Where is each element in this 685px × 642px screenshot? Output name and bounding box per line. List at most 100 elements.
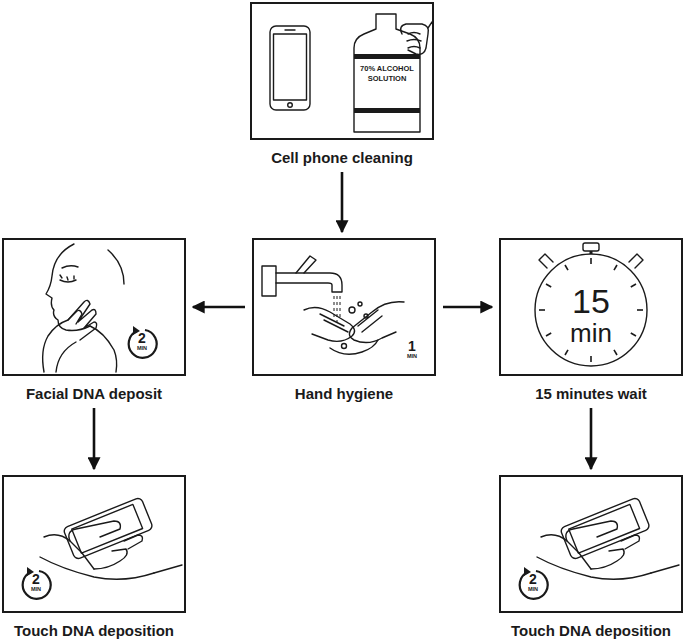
- illustration-stroke: [364, 314, 368, 318]
- step-box: 70% ALCOHOL SOLUTIONCell phone cleaning: [250, 2, 434, 176]
- illustration-stroke: [651, 565, 679, 573]
- illustration-stroke: [637, 309, 643, 311]
- illustration-stroke: [349, 302, 404, 343]
- illustration-frame: 70% ALCOHOL SOLUTION: [250, 2, 434, 140]
- illustration-stroke: [342, 344, 347, 349]
- timer-label: 2: [127, 331, 157, 345]
- illustration-frame: 15min: [499, 238, 683, 376]
- bottle-label: 70% ALCOHOL SOLUTION: [358, 64, 416, 84]
- illustration-stroke: [401, 24, 429, 54]
- step-caption: Touch DNA deposition: [459, 622, 685, 639]
- step-caption: 15 minutes wait: [459, 385, 685, 402]
- illustration-stroke: [276, 273, 342, 292]
- bottle-drawing: [354, 14, 432, 132]
- illustration-stroke: [631, 284, 636, 287]
- illustration-stroke: [614, 350, 617, 355]
- illustration-stroke: [569, 504, 640, 553]
- illustration-stroke: [288, 103, 293, 108]
- illustration-stroke: [274, 34, 307, 100]
- illustration-stroke: [539, 309, 545, 311]
- illustration-stroke: [631, 333, 636, 336]
- timer-value: min: [551, 320, 631, 346]
- flow-arrow: [93, 408, 96, 469]
- illustration-stroke: [270, 26, 310, 110]
- illustration-stroke: [590, 356, 592, 362]
- step-box: 2MINFacial DNA deposit: [2, 238, 186, 412]
- illustration-stroke: [614, 265, 617, 270]
- illustration-stroke: [566, 521, 618, 541]
- illustration-stroke: [154, 565, 182, 573]
- illustration-stroke: [330, 340, 378, 354]
- illustration-stroke: [358, 302, 362, 306]
- step-caption: Touch DNA deposition: [0, 622, 226, 639]
- hand-drawing: [43, 300, 97, 372]
- illustration-stroke: [354, 54, 420, 59]
- illustration-frame: 1MIN: [252, 238, 436, 376]
- illustration-stroke: [56, 342, 76, 372]
- timer-label: 1: [397, 339, 427, 353]
- illustration-frame: 2MIN: [2, 238, 186, 376]
- step-caption: Cell phone cleaning: [210, 149, 474, 166]
- illustration-stroke: [539, 254, 553, 268]
- illustration-stroke: [62, 266, 78, 268]
- timer-label: MIN: [127, 346, 157, 352]
- illustration-stroke: [560, 497, 651, 560]
- timer-label: 2: [21, 572, 51, 586]
- illustration-stroke: [285, 29, 295, 30]
- illustration-stroke: [90, 326, 117, 372]
- timer-label: 2: [518, 572, 548, 586]
- illustration-stroke: [591, 535, 640, 569]
- faucet-drawing: [262, 256, 342, 324]
- illustration-stroke: [63, 497, 154, 560]
- illustration-stroke: [262, 266, 276, 296]
- phone-in-hand-drawing: [537, 497, 679, 579]
- step-caption: Hand hygiene: [212, 385, 476, 402]
- step-box: 2MINTouch DNA deposition: [2, 475, 186, 642]
- illustration-stroke: [354, 108, 420, 113]
- timer-label: MIN: [518, 587, 548, 593]
- illustration-stroke: [590, 251, 593, 254]
- illustration-stroke: [334, 296, 340, 324]
- illustration-stroke: [629, 254, 643, 268]
- step-illustration: [4, 240, 184, 374]
- illustration-stroke: [108, 250, 124, 284]
- step-caption: Facial DNA deposit: [0, 385, 226, 402]
- step-box: 15min15 minutes wait: [499, 238, 683, 412]
- illustration-stroke: [94, 535, 143, 569]
- stopwatch-drawing: [535, 243, 647, 366]
- illustration-stroke: [407, 33, 421, 49]
- illustration-stroke: [60, 275, 74, 280]
- illustration-stroke: [560, 497, 651, 560]
- illustration-stroke: [296, 256, 316, 273]
- flow-arrow: [443, 306, 492, 309]
- phone-drawing: [270, 26, 310, 110]
- step-box: 2MINTouch DNA deposition: [499, 475, 683, 642]
- illustration-stroke: [546, 284, 551, 287]
- illustration-stroke: [72, 504, 143, 553]
- illustration-stroke: [63, 497, 154, 560]
- phone-in-hand-drawing: [40, 497, 182, 579]
- illustration-stroke: [43, 310, 82, 372]
- illustration-stroke: [68, 300, 97, 340]
- step-box: 1MINHand hygiene: [252, 238, 436, 412]
- illustration-stroke: [537, 557, 651, 579]
- timer-label: MIN: [21, 587, 51, 593]
- illustration-stroke: [565, 350, 568, 355]
- illustration-stroke: [69, 521, 121, 541]
- illustration-frame: 2MIN: [499, 475, 683, 613]
- flow-arrow: [341, 172, 344, 232]
- illustration-stroke: [349, 307, 355, 313]
- illustration-stroke: [590, 258, 592, 264]
- illustration-stroke: [304, 307, 355, 341]
- illustration-stroke: [583, 243, 599, 251]
- timer-value: 15: [551, 284, 631, 318]
- illustration-frame: 2MIN: [2, 475, 186, 613]
- timer-label: MIN: [397, 354, 427, 360]
- hands-drawing: [304, 302, 404, 355]
- illustration-stroke: [565, 265, 568, 270]
- illustration-stroke: [354, 14, 420, 132]
- illustration-stroke: [40, 557, 154, 579]
- flow-arrow: [590, 408, 593, 469]
